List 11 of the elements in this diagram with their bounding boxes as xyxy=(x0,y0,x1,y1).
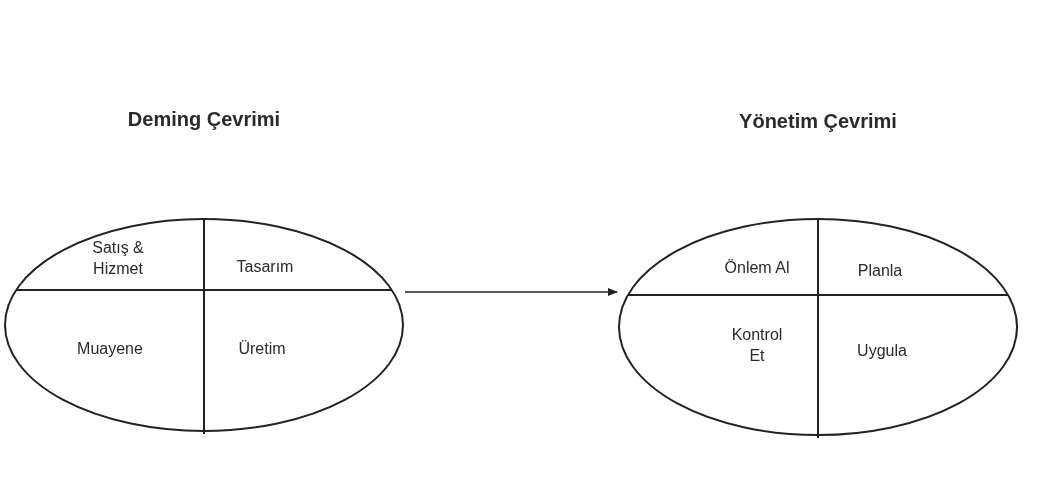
quadrant-label: Üretim xyxy=(212,337,312,359)
quadrant-label: Muayene xyxy=(60,337,160,359)
arrow xyxy=(404,288,618,296)
diagram-heading: Deming Çevrimi xyxy=(127,108,281,131)
quadrant-label: Önlem Al xyxy=(722,256,792,278)
quadrant-label: Planla xyxy=(830,259,930,281)
diagram-heading: Yönetim Çevrimi xyxy=(739,110,897,133)
quadrant-label: Satış & Hizmet xyxy=(88,237,148,279)
quadrant-label: Tasarım xyxy=(215,255,315,277)
quadrant-label: Kontrol Et xyxy=(722,324,792,366)
quadrant-label: Uygula xyxy=(832,339,932,361)
